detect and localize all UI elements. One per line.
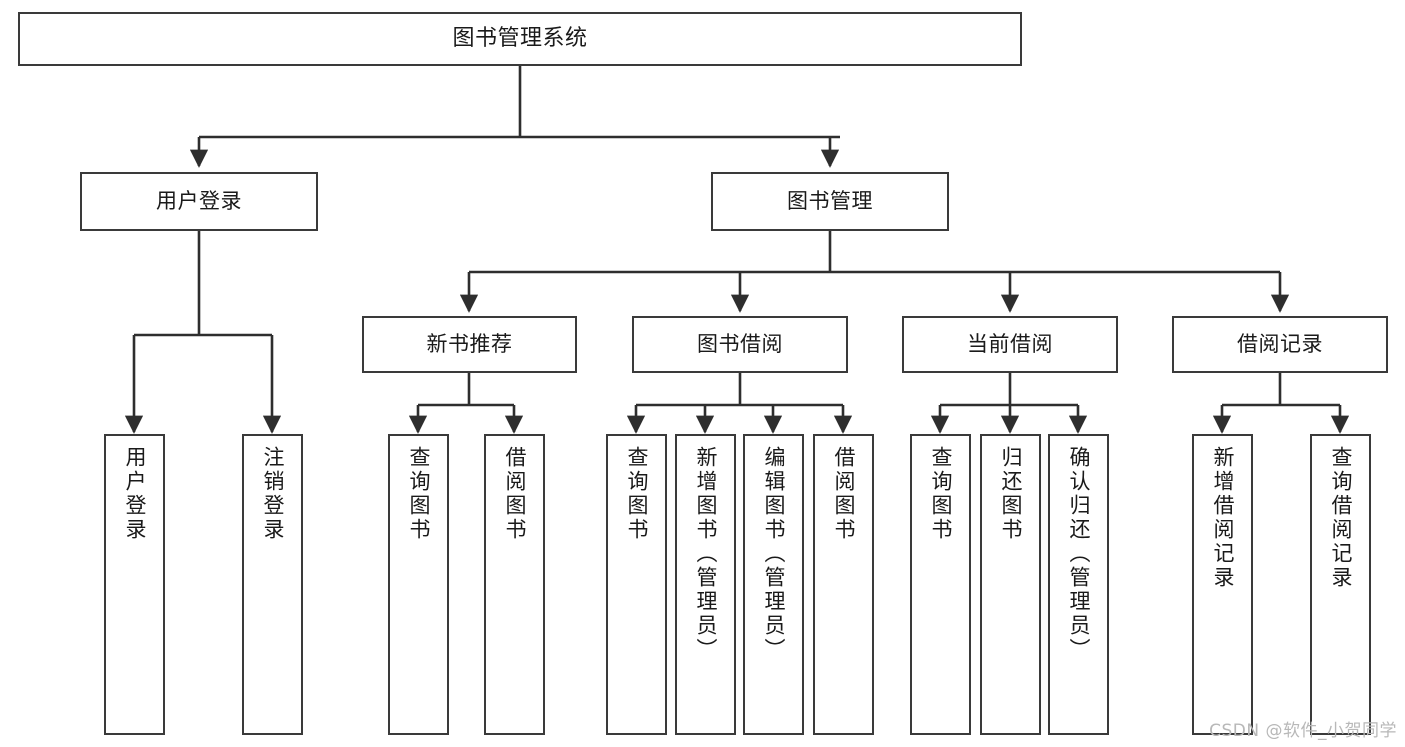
node-label: 新增图书（管理员） <box>694 446 718 662</box>
node-label: 新增借阅记录 <box>1211 446 1235 590</box>
node-label: 图书管理 <box>787 188 873 213</box>
node-current-borrow[interactable]: 当前借阅 <box>902 316 1118 373</box>
node-borrow-record[interactable]: 借阅记录 <box>1172 316 1388 373</box>
node-label: 当前借阅 <box>967 331 1053 356</box>
leaf-query-book-borrow[interactable]: 查询图书 <box>606 434 667 735</box>
node-user-login[interactable]: 用户登录 <box>80 172 318 231</box>
node-label: 查询图书 <box>625 446 649 542</box>
node-book-borrow[interactable]: 图书借阅 <box>632 316 848 373</box>
node-book-management[interactable]: 图书管理 <box>711 172 949 231</box>
leaf-query-borrow-record[interactable]: 查询借阅记录 <box>1310 434 1371 735</box>
leaf-edit-book-admin[interactable]: 编辑图书（管理员） <box>743 434 804 735</box>
node-label: 图书管理系统 <box>452 25 588 51</box>
leaf-query-book-recommend[interactable]: 查询图书 <box>388 434 449 735</box>
leaf-add-borrow-record[interactable]: 新增借阅记录 <box>1192 434 1253 735</box>
node-label: 确认归还（管理员） <box>1067 446 1091 662</box>
node-label: 用户登录 <box>123 446 147 542</box>
watermark: CSDN @软件_小贺同学 <box>1209 721 1397 741</box>
leaf-borrow-book[interactable]: 借阅图书 <box>813 434 874 735</box>
node-label: 借阅记录 <box>1237 331 1323 356</box>
leaf-user-login[interactable]: 用户登录 <box>104 434 165 735</box>
leaf-confirm-return-admin[interactable]: 确认归还（管理员） <box>1048 434 1109 735</box>
node-label: 归还图书 <box>999 446 1023 542</box>
node-label: 新书推荐 <box>426 331 513 356</box>
node-new-book-recommend[interactable]: 新书推荐 <box>362 316 577 373</box>
node-label: 查询借阅记录 <box>1329 446 1353 590</box>
leaf-add-book-admin[interactable]: 新增图书（管理员） <box>675 434 736 735</box>
node-label: 图书借阅 <box>697 331 783 356</box>
leaf-return-book[interactable]: 归还图书 <box>980 434 1041 735</box>
leaf-borrow-book-recommend[interactable]: 借阅图书 <box>484 434 545 735</box>
node-root-system[interactable]: 图书管理系统 <box>18 12 1022 66</box>
node-label: 编辑图书（管理员） <box>762 446 786 662</box>
leaf-query-book-current[interactable]: 查询图书 <box>910 434 971 735</box>
leaf-logout[interactable]: 注销登录 <box>242 434 303 735</box>
node-label: 注销登录 <box>261 446 285 542</box>
node-label: 借阅图书 <box>832 446 856 542</box>
node-label: 查询图书 <box>407 446 431 542</box>
node-label: 借阅图书 <box>503 446 527 542</box>
node-label: 用户登录 <box>156 188 242 213</box>
node-label: 查询图书 <box>929 446 953 542</box>
